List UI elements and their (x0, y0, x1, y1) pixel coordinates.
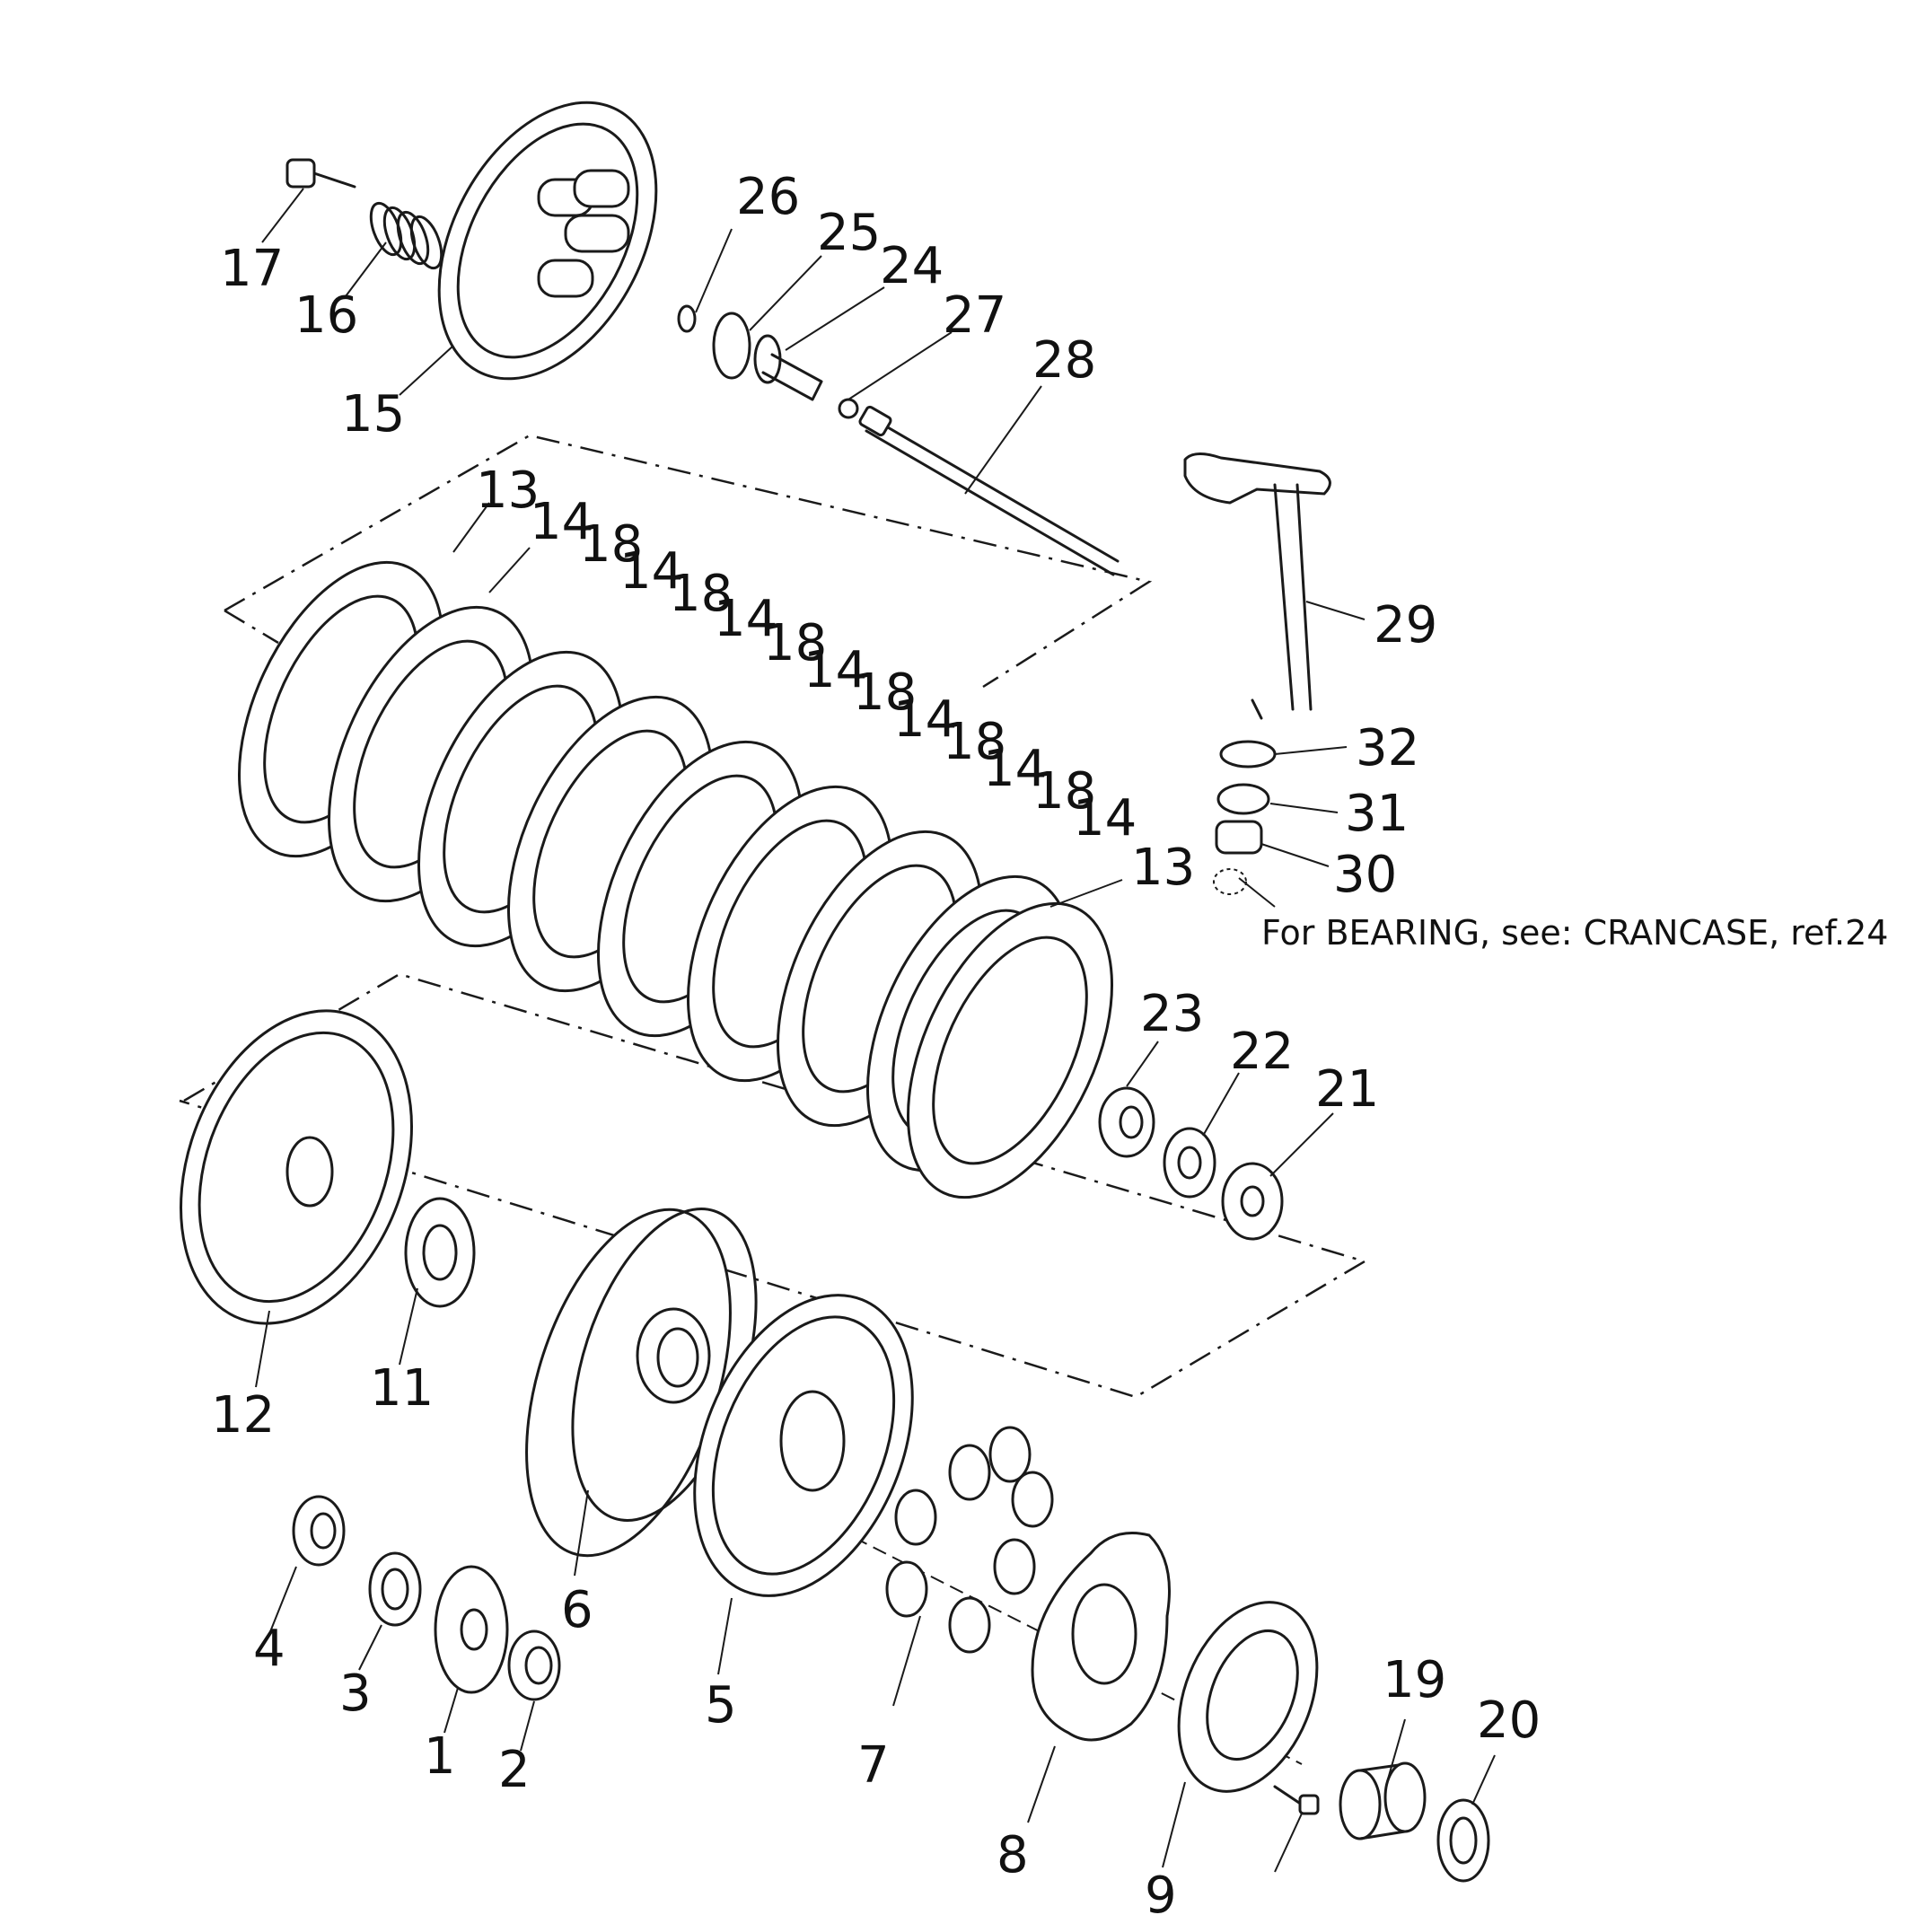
label-18-4: 18 (853, 663, 917, 722)
label-30: 30 (1333, 846, 1397, 904)
label-31: 31 (1345, 785, 1409, 843)
label-18-2: 18 (669, 565, 733, 623)
label-8: 8 (997, 1826, 1029, 1884)
label-26: 26 (736, 168, 800, 226)
label-14-5: 14 (893, 690, 957, 749)
part-labels: 17 16 15 26 25 24 27 28 29 32 31 30 For … (211, 168, 1888, 1915)
gear-5 (693, 1294, 914, 1597)
label-5: 5 (705, 1676, 737, 1735)
label-13-bottom: 13 (1131, 839, 1195, 897)
label-28: 28 (1032, 331, 1096, 390)
label-18-1: 18 (579, 515, 643, 574)
screw-10 (1273, 1785, 1320, 1815)
damper-rubbers (885, 1426, 1054, 1654)
label-14-1: 14 (530, 493, 593, 551)
bushing-19 (1339, 1761, 1427, 1840)
label-18-5: 18 (943, 713, 1006, 771)
label-1: 1 (424, 1727, 456, 1786)
label-14-3: 14 (714, 590, 777, 648)
nut-23 (1098, 1086, 1155, 1158)
damper-plate (1031, 1532, 1171, 1742)
seal-31 (1216, 783, 1270, 815)
bearing-25 (712, 312, 751, 380)
label-23: 23 (1140, 985, 1204, 1043)
clutch-plate-stack (237, 560, 1114, 1199)
washer-3 (368, 1551, 422, 1627)
pressure-plate (437, 101, 658, 381)
label-9: 9 (1145, 1867, 1177, 1915)
pushrod-28 (858, 405, 1120, 576)
label-2: 2 (498, 1741, 531, 1799)
label-20: 20 (1477, 1691, 1541, 1750)
bearing-ref (1213, 868, 1247, 895)
label-11: 11 (370, 1359, 434, 1418)
washer-20 (1436, 1798, 1490, 1883)
pushrod-24 (753, 334, 823, 401)
circlip-26 (677, 304, 697, 333)
label-29: 29 (1374, 596, 1437, 654)
label-13-top: 13 (476, 461, 540, 520)
group-frame-upper (224, 434, 1153, 689)
release-lever-shaft (1183, 452, 1331, 720)
label-24: 24 (880, 237, 944, 295)
label-19: 19 (1383, 1651, 1446, 1709)
collar-2 (507, 1630, 561, 1701)
oneway-clutch-ring (1177, 1601, 1319, 1793)
primary-driven-gear (180, 1009, 413, 1325)
clutch-spring (369, 201, 443, 270)
label-14-7: 14 (1073, 789, 1137, 848)
label-21: 21 (1315, 1060, 1379, 1119)
bearing-note: For BEARING, see: CRANCASE, ref.24 (1261, 913, 1888, 953)
label-18-3: 18 (763, 614, 827, 672)
collar-4 (292, 1495, 346, 1567)
label-4: 4 (253, 1620, 285, 1678)
label-14-4: 14 (804, 641, 867, 699)
washer-21 (1221, 1162, 1284, 1241)
thrust-washer-11 (404, 1197, 476, 1308)
label-6: 6 (561, 1581, 593, 1639)
label-15: 15 (341, 385, 405, 444)
label-25: 25 (817, 204, 881, 262)
label-16: 16 (294, 286, 358, 345)
label-27: 27 (943, 286, 1006, 345)
ball-27 (838, 398, 859, 419)
label-3: 3 (339, 1665, 372, 1723)
washer-22 (1163, 1127, 1216, 1199)
gear-1 (434, 1565, 509, 1694)
clutch-housing (525, 1208, 758, 1558)
label-12: 12 (211, 1386, 275, 1445)
leader-lines (255, 188, 1496, 1873)
label-14-2: 14 (619, 542, 683, 601)
label-7: 7 (857, 1736, 890, 1795)
needle-bearing-30 (1215, 820, 1263, 855)
label-18-6: 18 (1032, 762, 1096, 821)
label-14-6: 14 (983, 740, 1047, 798)
label-22: 22 (1230, 1023, 1294, 1081)
spring-bolt (285, 158, 356, 189)
circlip-32 (1219, 740, 1277, 769)
label-32: 32 (1356, 719, 1419, 777)
label-17: 17 (220, 240, 284, 298)
